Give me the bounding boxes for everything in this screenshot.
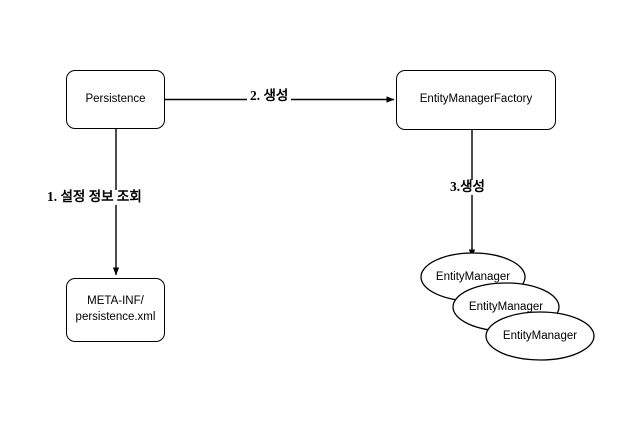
node-persistence-label: Persistence — [85, 92, 146, 105]
node-entity-manager-factory[interactable]: EntityManagerFactory — [396, 70, 556, 130]
ellipse-shape-3 — [485, 311, 595, 361]
node-entity-manager-factory-label: EntityManagerFactory — [419, 93, 533, 106]
edge-label-create-factory: 2. 생성 — [247, 88, 292, 104]
edge-label-config-lookup: 1. 설정 정보 조회 — [44, 189, 145, 205]
node-persistence[interactable]: Persistence — [66, 70, 165, 129]
node-entity-manager-3[interactable]: EntityManager — [485, 311, 595, 361]
node-persistence-xml-label: META-INF/ persistence.xml — [75, 295, 156, 323]
edge-label-create-manager: 3.생성 — [447, 179, 488, 195]
node-persistence-xml[interactable]: META-INF/ persistence.xml — [66, 278, 165, 342]
